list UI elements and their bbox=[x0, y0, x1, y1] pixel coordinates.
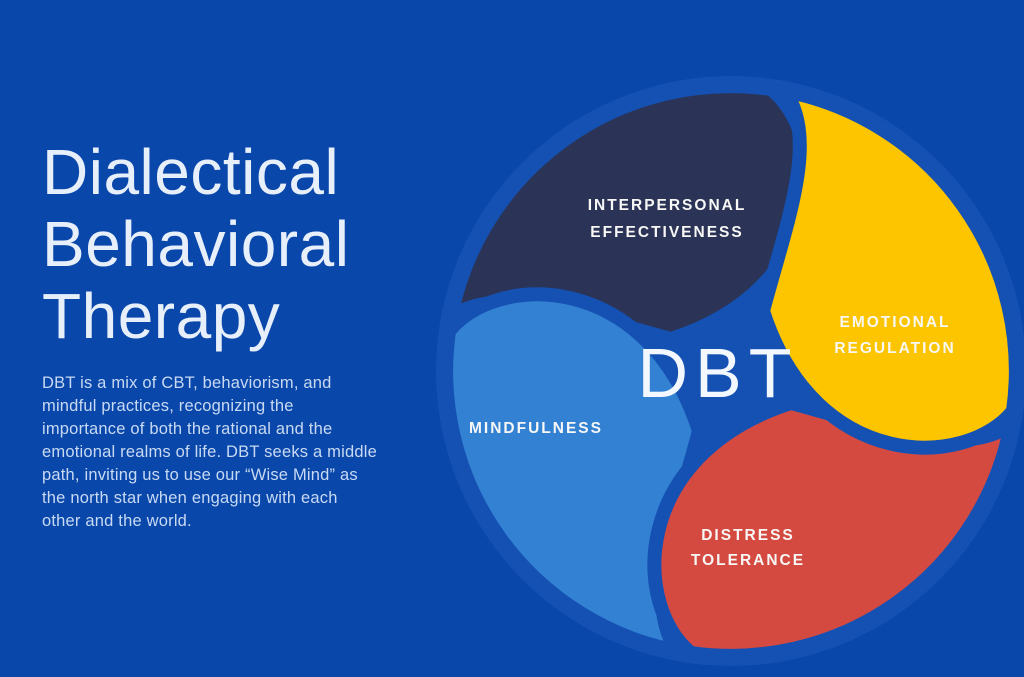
page-title-line-1: Dialectical bbox=[42, 136, 340, 208]
label-interpersonal-line-2: EFFECTIVENESS bbox=[590, 224, 743, 241]
page-title-line-2: Behavioral bbox=[42, 208, 350, 280]
center-label-dbt: DBT bbox=[638, 334, 799, 412]
label-mindfulness: MINDFULNESS bbox=[469, 420, 603, 437]
label-distress-line-2: TOLERANCE bbox=[691, 552, 805, 569]
description-text: DBT is a mix of CBT, behaviorism, and mi… bbox=[42, 374, 377, 530]
page-title-line-3: Therapy bbox=[42, 280, 281, 352]
label-distress-line-1: DISTRESS bbox=[701, 527, 795, 544]
segment-emotional-regulation bbox=[756, 84, 1023, 455]
dbt-wheel-diagram: INTERPERSONAL EFFECTIVENESS EMOTIONAL RE… bbox=[436, 76, 1024, 666]
label-emotional-line-2: REGULATION bbox=[834, 340, 955, 357]
intro-panel: Dialectical Behavioral Therapy DBT is a … bbox=[42, 136, 422, 533]
label-emotional-line-1: EMOTIONAL bbox=[840, 314, 951, 331]
label-interpersonal-line-1: INTERPERSONAL bbox=[588, 197, 747, 214]
page-title: Dialectical Behavioral Therapy bbox=[42, 136, 422, 352]
